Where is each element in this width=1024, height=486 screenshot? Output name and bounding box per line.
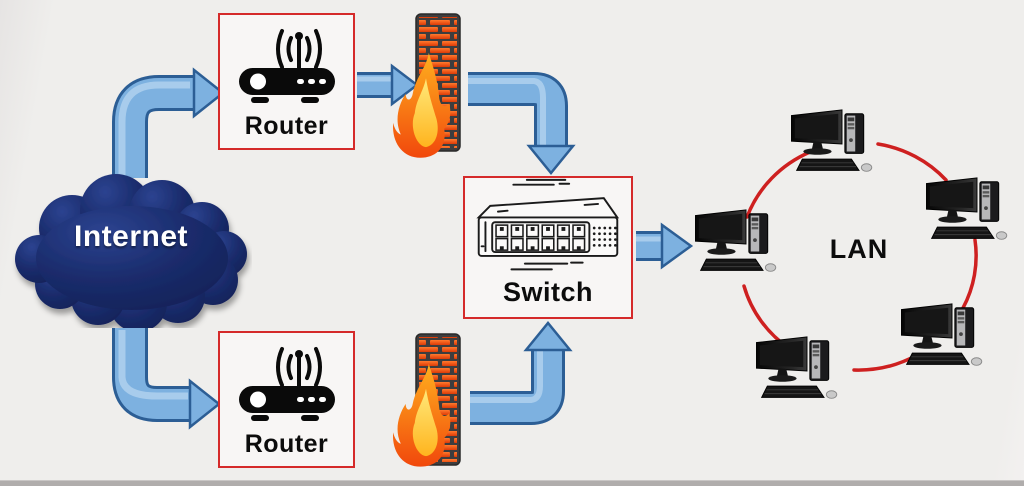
computer-icon — [901, 303, 983, 366]
computer-icon — [756, 336, 838, 399]
lan-label: LAN — [829, 234, 889, 264]
router-top-icon-slot — [220, 15, 353, 114]
flame-icon — [393, 53, 451, 158]
router-icon — [238, 346, 335, 421]
arrow-firewall-bottom-to-switch — [470, 321, 573, 425]
arrow-firewall-top-to-switch — [468, 72, 576, 175]
switch-label: Switch — [502, 277, 593, 307]
arrow-router-top-to-firewall-top — [357, 63, 420, 107]
computer-icon — [695, 209, 777, 272]
router-bottom-label: Router — [244, 430, 329, 458]
cloud-icon — [15, 174, 247, 328]
firewall-top-node — [393, 12, 468, 164]
router-icon — [238, 28, 335, 103]
router-top-label: Router — [244, 112, 329, 140]
firewall-icon — [393, 13, 461, 158]
flame-icon — [393, 364, 451, 467]
computer-icon — [926, 177, 1008, 240]
internet-cloud-node: Internet — [10, 166, 252, 328]
firewall-icon — [393, 333, 461, 467]
router-bottom-icon-slot — [220, 333, 353, 432]
arrow-internet-to-router-bottom — [112, 328, 222, 430]
router-bottom-node: Router — [218, 331, 355, 468]
arrow-switch-to-lan — [636, 222, 694, 270]
bottom-edge-bar — [0, 480, 1024, 486]
arrow-internet-to-router-top — [112, 67, 226, 178]
switch-icon — [476, 178, 620, 271]
switch-node: Switch — [463, 176, 633, 319]
internet-label: Internet — [73, 220, 188, 253]
switch-icon-slot — [465, 177, 631, 279]
router-top-node: Router — [218, 13, 355, 150]
firewall-bottom-node — [393, 332, 468, 472]
computer-icon — [791, 109, 873, 172]
